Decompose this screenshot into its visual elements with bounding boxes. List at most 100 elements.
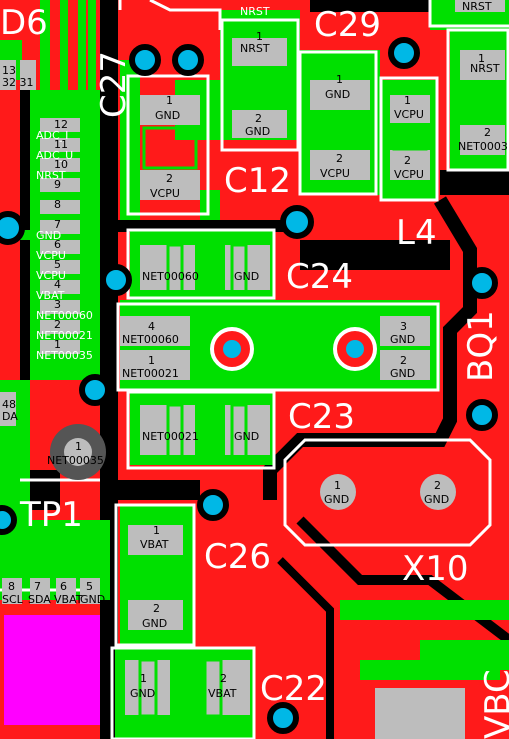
- ic-pin-net: VCPU: [36, 249, 66, 262]
- c22-pin1-net: GND: [130, 687, 155, 700]
- ic-bottom-pin-net: GND: [80, 593, 105, 606]
- tp1-pin1-net: NET00035: [47, 454, 104, 467]
- ic-pin-net: ADC_I: [36, 129, 68, 142]
- c23-pin1-net: NET00021: [142, 430, 199, 443]
- ic-pin-number: 9: [54, 178, 61, 191]
- ic-pin-net: NET00021: [36, 329, 93, 342]
- c26-pin1-net: VBAT: [140, 538, 169, 551]
- through-hole-pads: [50, 327, 456, 510]
- bq1-pin3-num: 3: [400, 320, 407, 333]
- pad-labels: 1 GND 2 VCPU NRST 2 GND 1 NRST 1 GND 2 V…: [47, 0, 508, 700]
- ic-pin-number: 3: [54, 298, 61, 311]
- refdes-tp1: TP1: [19, 495, 83, 535]
- l4-pin2-net: VCPU: [394, 168, 424, 181]
- ic-pin-number: 10: [54, 158, 68, 171]
- ic-pin-net: NET00035: [36, 349, 93, 362]
- c27-pin1-num: 1: [166, 94, 173, 107]
- ic-pin-number: 1: [54, 338, 61, 351]
- c12-pin1-num: 1: [256, 30, 263, 43]
- ic-top-numbers-2: 32 31: [2, 76, 34, 89]
- l4-pin1-net: VCPU: [394, 108, 424, 121]
- ic-bottom-pin-net: SCL: [2, 593, 24, 606]
- c26-pin1-num: 1: [153, 524, 160, 537]
- c29-pin2-num: 2: [336, 152, 343, 165]
- c24-pin1-net: NET00060: [142, 270, 199, 283]
- refdes-c22: C22: [260, 669, 327, 709]
- ic-side-48: 48: [2, 398, 16, 411]
- c26-pin2-num: 2: [153, 602, 160, 615]
- x10-pin1-net: GND: [324, 493, 349, 506]
- refdes-l4: L4: [396, 213, 437, 253]
- c12-pin1-net: NRST: [240, 42, 270, 55]
- ic-bottom-pin-number: 6: [60, 580, 67, 593]
- ic-pin-number: 2: [54, 318, 61, 331]
- bq1-pin2-num: 2: [400, 354, 407, 367]
- bq1-pin1-num: 1: [148, 354, 155, 367]
- c27-pin1-net: GND: [155, 109, 180, 122]
- refdes-c24: C24: [286, 257, 353, 297]
- refdes-c29: C29: [314, 5, 381, 45]
- ic-pin-number: 12: [54, 118, 68, 131]
- bq1-pin4-num: 4: [148, 320, 155, 333]
- rtop-pin2-num: 2: [484, 126, 491, 139]
- c27-pin2-num: 2: [166, 172, 173, 185]
- refdes-c23: C23: [288, 397, 355, 437]
- ic-pin-number: 4: [54, 278, 61, 291]
- l4-pin2-num: 2: [404, 154, 411, 167]
- ic-pin-net: NET00060: [36, 309, 93, 322]
- ic-side-da: DA: [2, 410, 18, 423]
- c22-pin2-net: VBAT: [208, 687, 237, 700]
- bq1-pin1-net: NET00021: [122, 367, 179, 380]
- bq1-pin3-net: GND: [390, 333, 415, 346]
- ic-pin-number: 11: [54, 138, 68, 151]
- c12-pin2-num: 2: [255, 112, 262, 125]
- reference-designators: D6 C27 C29 C12 L4 C24 BQ1 C23 TP1 C26 X1…: [0, 3, 509, 739]
- c26-pin2-net: GND: [142, 617, 167, 630]
- ic-bottom-pin-number: 5: [86, 580, 93, 593]
- ic-pin-net: ADC_U: [36, 149, 73, 162]
- ic-pin-net: VBAT: [36, 289, 65, 302]
- refdes-c27: C27: [94, 51, 134, 118]
- c24-pin2-net: GND: [234, 270, 259, 283]
- rtop-pin2-net: NET0003: [458, 140, 508, 153]
- ic-pin-net: GND: [36, 229, 61, 242]
- tp1-pin1-num: 1: [75, 440, 82, 453]
- refdes-vbc: VBC: [478, 669, 509, 739]
- keepout-region: [4, 615, 100, 725]
- x10-pin2-net: GND: [424, 493, 449, 506]
- ic-pin-number: 5: [54, 258, 61, 271]
- l4-pin1-num: 1: [404, 94, 411, 107]
- ic-top-numbers: 13: [2, 64, 16, 77]
- x10-pin2-num: 2: [434, 479, 441, 492]
- c23-pin2-net: GND: [234, 430, 259, 443]
- ic-bottom-pin-number: 7: [34, 580, 41, 593]
- c29-pin1-net: GND: [325, 88, 350, 101]
- c22-pin2-num: 2: [220, 672, 227, 685]
- ic-pin-labels: 13 32 31 48 DA: [2, 64, 34, 423]
- c29-pin2-net: VCPU: [320, 167, 350, 180]
- refdes-c26: C26: [204, 537, 271, 577]
- rtop-pin1-num: 1: [478, 52, 485, 65]
- c29-top-net: NRST: [240, 5, 270, 18]
- topright-net: NRST: [462, 0, 492, 13]
- bq1-pin2-net: GND: [390, 367, 415, 380]
- vias: [0, 37, 498, 734]
- refdes-x10: X10: [402, 549, 469, 589]
- ic-bottom-pin-net: SDA: [28, 593, 51, 606]
- ic-pin-number: 7: [54, 218, 61, 231]
- ic-left-pin-column: 12ADC_I11ADC_U10NRST987GND6VCPU5VCPU4VBA…: [36, 118, 93, 362]
- ic-bottom-pin-number: 8: [8, 580, 15, 593]
- ic-bottom-pin-net: VBAT: [54, 593, 83, 606]
- c22-pin1-num: 1: [140, 672, 147, 685]
- bq1-pin4-net: NET00060: [122, 333, 179, 346]
- ic-pin-number: 8: [54, 198, 61, 211]
- refdes-c12: C12: [224, 161, 291, 201]
- c29-pin1-num: 1: [336, 73, 343, 86]
- ic-pin-net: NRST: [36, 169, 66, 182]
- ic-pin-net: VCPU: [36, 269, 66, 282]
